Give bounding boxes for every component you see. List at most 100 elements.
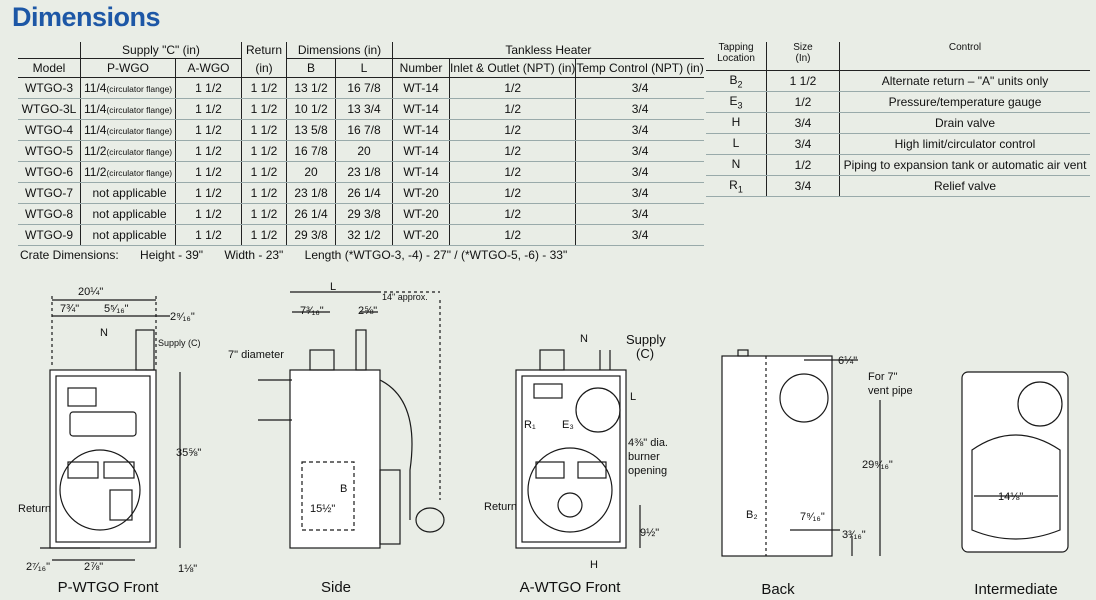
cell-model: WTGO-5: [18, 140, 81, 162]
col-inlet: Inlet & Outlet (NPT) (in): [448, 58, 576, 78]
cell-ret: 1 1/2: [241, 119, 287, 141]
back-vent-2: vent pipe: [868, 385, 913, 397]
cell-control: Pressure/temperature gauge: [839, 91, 1090, 113]
pf-supply: Supply (C): [158, 338, 201, 348]
caption-side: Side: [321, 579, 351, 596]
cell-pwgo: 11/4(circulator flange): [80, 77, 176, 99]
cell-size: 3/4: [766, 175, 840, 197]
pf-f: 1⅛": [178, 563, 197, 575]
back-b2: B₂: [746, 509, 758, 521]
cell-inlet: 1/2: [448, 161, 576, 183]
cell-temp: 3/4: [575, 203, 704, 225]
cell-size: 1/2: [766, 91, 840, 113]
cell-awgo: 1 1/2: [175, 182, 242, 204]
cell-num: WT-20: [392, 203, 450, 225]
cell-pwgo-note: (circulator flange): [106, 105, 173, 115]
cell-l: 16 7/8: [335, 119, 393, 141]
cell-model: WTGO-7: [18, 182, 81, 204]
cell-num: WT-14: [392, 140, 450, 162]
cell-model: WTGO-3: [18, 77, 81, 99]
col-b: B: [286, 58, 336, 78]
side-l: L: [330, 281, 336, 293]
caption-a-wtgo-front: A-WTGO Front: [520, 579, 622, 596]
cell-ret: 1 1/2: [241, 140, 287, 162]
cell-awgo: 1 1/2: [175, 119, 242, 141]
cell-pwgo-value: not applicable: [92, 186, 167, 200]
page-title: Dimensions: [12, 2, 161, 32]
back-a: 6¼": [838, 355, 857, 367]
cell-pwgo-note: (circulator flange): [106, 126, 173, 136]
crate-dimensions: Crate Dimensions: Height - 39" Width - 2…: [20, 248, 585, 262]
af-burner-1: 4⅜" dia.: [628, 437, 668, 449]
side-h: 15½": [310, 503, 335, 515]
af-supply-c: (C): [636, 346, 654, 361]
pf-height: 35⅝": [176, 447, 201, 459]
cell-l: 29 3/8: [335, 203, 393, 225]
cell-inlet: 1/2: [448, 98, 576, 120]
tankless-group-header: Tankless Heater: [391, 42, 704, 59]
back-h: 29⁹⁄₁₆": [862, 459, 893, 471]
cell-ret: 1 1/2: [241, 77, 287, 99]
cell-control: Relief valve: [839, 175, 1090, 197]
cell-l: 26 1/4: [335, 182, 393, 204]
cell-b: 26 1/4: [286, 203, 336, 225]
cell-temp: 3/4: [575, 77, 704, 99]
cell-awgo: 1 1/2: [175, 161, 242, 183]
side-diagram: [258, 291, 445, 549]
cell-num: WT-20: [392, 182, 450, 204]
cell-location: B2: [706, 70, 767, 92]
af-hh: H: [590, 559, 598, 571]
cell-pwgo-value: 11/2: [84, 165, 107, 179]
back-c: 3³⁄₁₆": [842, 529, 866, 541]
pf-return: Return: [18, 503, 51, 515]
cell-pwgo: not applicable: [80, 224, 176, 246]
cell-num: WT-14: [392, 77, 450, 99]
cell-inlet: 1/2: [448, 224, 576, 246]
col-control: Control: [839, 42, 1090, 71]
af-n: N: [580, 333, 588, 345]
cell-temp: 3/4: [575, 119, 704, 141]
cell-model: WTGO-6: [18, 161, 81, 183]
intermediate-diagram: [961, 371, 1069, 553]
cell-pwgo-value: 11/2: [84, 144, 107, 158]
dimensions-group-header: Dimensions (in): [286, 42, 393, 59]
pf-n: N: [100, 327, 108, 339]
cell-l: 13 3/4: [335, 98, 393, 120]
cell-b: 23 1/8: [286, 182, 336, 204]
cell-size: 1/2: [766, 154, 840, 176]
side-approx: 14" approx.: [382, 292, 428, 302]
cell-model: WTGO-3L: [18, 98, 81, 120]
cell-num: WT-14: [392, 119, 450, 141]
cell-control: Drain valve: [839, 112, 1090, 134]
cell-ret: 1 1/2: [241, 161, 287, 183]
cell-ret: 1 1/2: [241, 98, 287, 120]
supply-group-header: Supply "C" (in): [80, 42, 242, 59]
cell-pwgo-note: (circulator flange): [106, 168, 173, 178]
cell-awgo: 1 1/2: [175, 224, 242, 246]
back-b: 7⁹⁄₁₆": [800, 511, 825, 523]
cell-temp: 3/4: [575, 161, 704, 183]
cell-temp: 3/4: [575, 98, 704, 120]
pf-a: 7¾": [60, 303, 79, 315]
cell-location: E3: [706, 91, 767, 113]
cell-l: 23 1/8: [335, 161, 393, 183]
pf-c: 2⁹⁄₁₆": [170, 311, 195, 323]
cell-num: WT-14: [392, 161, 450, 183]
cell-b: 13 1/2: [286, 77, 336, 99]
return-header: Return: [241, 42, 287, 59]
cell-location: R1: [706, 175, 767, 197]
af-l: L: [630, 391, 636, 403]
col-l: L: [335, 58, 393, 78]
cell-pwgo: not applicable: [80, 182, 176, 204]
cell-inlet: 1/2: [448, 77, 576, 99]
cell-pwgo-value: 11/4: [84, 81, 107, 95]
cell-pwgo-value: 11/4: [84, 102, 107, 116]
col-pwgo: P-WGO: [80, 58, 176, 78]
cell-b: 29 3/8: [286, 224, 336, 246]
cell-num: WT-14: [392, 98, 450, 120]
